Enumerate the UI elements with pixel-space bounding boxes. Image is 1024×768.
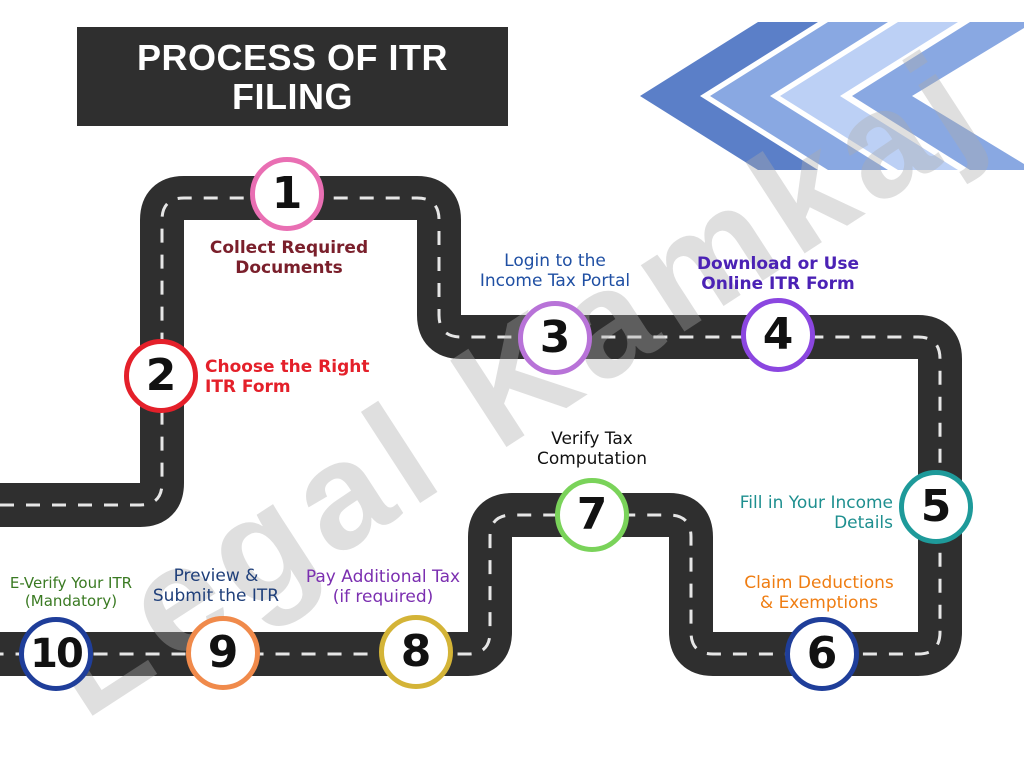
step-6-label-line-1: Claim Deductions: [744, 573, 894, 593]
step-10-label-line-1: E-Verify Your ITR: [9, 574, 133, 592]
chevron-1: [640, 22, 818, 170]
step-8-label: Pay Additional Tax (if required): [300, 567, 466, 607]
step-4-number: 4: [762, 309, 794, 360]
step-6-label-line-2: & Exemptions: [759, 593, 879, 613]
step-5-node: 5: [899, 470, 973, 544]
chevron-3: [780, 22, 958, 170]
step-4-label-line-2: Online ITR Form: [701, 274, 855, 294]
step-3-node: 3: [518, 301, 592, 375]
step-5-number: 5: [920, 481, 952, 532]
step-3-label-line-1: Login to the: [504, 251, 606, 271]
step-2-label-line-1: Choose the Right: [205, 357, 370, 377]
step-10-number: 10: [30, 631, 84, 677]
step-7-label-line-2: Computation: [536, 449, 648, 469]
chevron-arrows: [640, 22, 1024, 170]
step-2-label-line-2: ITR Form: [205, 377, 291, 397]
step-1-label-line-1: Collect Required: [209, 238, 369, 258]
step-8-label-line-1: Pay Additional Tax: [305, 567, 461, 587]
step-7-number: 7: [576, 489, 608, 540]
step-9-node: 9: [186, 616, 260, 690]
step-9-label-line-1: Preview &: [173, 566, 259, 586]
step-5-label: Fill in Your Income Details: [700, 493, 893, 533]
step-10-label: E-Verify Your ITR (Mandatory): [0, 574, 142, 610]
step-10-label-line-2: (Mandatory): [24, 592, 118, 610]
step-10-node: 10: [19, 617, 93, 691]
step-4-node: 4: [741, 298, 815, 372]
step-7-label-line-1: Verify Tax: [551, 429, 633, 449]
step-1-label: Collect Required Documents: [198, 238, 380, 278]
step-3-number: 3: [539, 312, 571, 363]
step-2-label: Choose the Right ITR Form: [205, 357, 385, 397]
step-9-label: Preview & Submit the ITR: [142, 566, 290, 606]
step-9-number: 9: [207, 627, 239, 678]
step-1-node: 1: [250, 157, 324, 231]
step-8-node: 8: [379, 615, 453, 689]
step-1-number: 1: [271, 168, 303, 219]
title-text: PROCESS OF ITR FILING: [136, 36, 449, 117]
step-2-number: 2: [145, 350, 177, 401]
step-9-label-line-2: Submit the ITR: [152, 586, 280, 606]
step-8-label-line-2: (if required): [332, 587, 434, 607]
step-1-label-line-2: Documents: [235, 258, 343, 278]
step-4-label: Download or Use Online ITR Form: [688, 254, 868, 294]
step-3-label-line-2: Income Tax Portal: [479, 271, 631, 291]
step-4-label-line-1: Download or Use: [696, 254, 860, 274]
step-6-label: Claim Deductions & Exemptions: [726, 573, 912, 613]
step-5-label-line-2: Details: [834, 513, 893, 533]
step-7-node: 7: [555, 478, 629, 552]
step-2-node: 2: [124, 339, 198, 413]
step-8-number: 8: [400, 626, 432, 677]
chevron-2: [710, 22, 888, 170]
chevron-4: [852, 22, 1024, 170]
step-6-node: 6: [785, 617, 859, 691]
page-title: PROCESS OF ITR FILING: [77, 27, 508, 126]
step-6-number: 6: [806, 628, 838, 679]
step-7-label: Verify Tax Computation: [512, 429, 672, 469]
road-center-dashes: [0, 196, 942, 656]
step-3-label: Login to the Income Tax Portal: [462, 251, 648, 291]
step-5-label-line-1: Fill in Your Income: [739, 493, 893, 513]
